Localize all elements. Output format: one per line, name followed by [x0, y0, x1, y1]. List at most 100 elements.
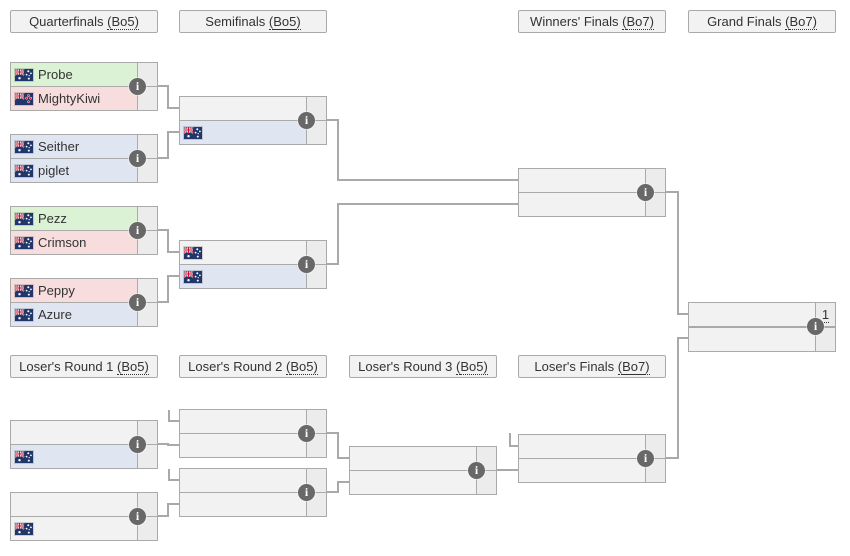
- match-sf2-slot-2: [180, 265, 326, 288]
- round-name: Loser's Finals: [534, 359, 615, 374]
- score-value: 1: [821, 306, 830, 323]
- round-header-winners-finals: Winners' Finals Bo7: [518, 10, 666, 33]
- player-cell: MightyKiwi: [11, 87, 137, 110]
- flag-au-icon: [15, 284, 33, 297]
- match-lf: i: [518, 434, 666, 483]
- player-cell: [11, 493, 137, 516]
- round-format: Bo7: [622, 359, 646, 375]
- match-info-icon[interactable]: i: [298, 425, 315, 442]
- match-qf2: Seither piglet i: [10, 134, 158, 183]
- match-qf3-slot-1: Pezz: [11, 207, 157, 231]
- match-info-icon[interactable]: i: [129, 436, 146, 453]
- player-name: Pezz: [38, 211, 67, 226]
- round-header-quarterfinals: Quarterfinals Bo5: [10, 10, 158, 33]
- round-header-loser-s-round-1: Loser's Round 1 Bo5: [10, 355, 158, 378]
- round-format: Bo7: [789, 14, 813, 30]
- match-sf2-slot-1: [180, 241, 326, 265]
- flag-au-icon: [15, 140, 33, 153]
- match-lr2m2: i: [179, 468, 327, 517]
- match-qf2-slot-1: Seither: [11, 135, 157, 159]
- player-cell: [519, 435, 645, 458]
- match-wf-slot-2: [519, 193, 665, 216]
- match-info-icon[interactable]: i: [298, 112, 315, 129]
- player-cell: [519, 193, 645, 216]
- match-info-icon[interactable]: i: [807, 318, 824, 335]
- match-qf1-slot-2: MightyKiwi: [11, 87, 157, 110]
- match-info-icon[interactable]: i: [637, 450, 654, 467]
- round-format: Bo7: [626, 14, 650, 30]
- match-gf-slot-1: 1: [689, 303, 835, 328]
- flag-au-icon: [15, 450, 33, 463]
- player-cell: Peppy: [11, 279, 137, 302]
- player-cell: Azure: [11, 303, 137, 326]
- round-header-semifinals: Semifinals Bo5: [179, 10, 327, 33]
- match-info-icon[interactable]: i: [129, 222, 146, 239]
- flag-au-icon: [15, 236, 33, 249]
- player-name: Peppy: [38, 283, 75, 298]
- match-lr3: i: [349, 446, 497, 495]
- round-header-grand-finals: Grand Finals Bo7: [688, 10, 836, 33]
- match-info-icon[interactable]: i: [637, 184, 654, 201]
- match-gf-slot-2: [689, 328, 835, 351]
- player-cell: [180, 434, 306, 457]
- match-sf1: i: [179, 96, 327, 145]
- match-info-icon[interactable]: i: [129, 78, 146, 95]
- match-info-icon[interactable]: i: [298, 484, 315, 501]
- round-format: Bo5: [460, 359, 484, 375]
- match-sf1-slot-2: [180, 121, 326, 144]
- player-cell: [180, 121, 306, 144]
- player-cell: [350, 471, 476, 494]
- player-cell: [180, 97, 306, 120]
- match-lr1m1: i: [10, 420, 158, 469]
- player-cell: [350, 447, 476, 470]
- player-name: Seither: [38, 139, 80, 154]
- flag-au-icon: [15, 164, 33, 177]
- match-lr2m2-slot-1: [180, 469, 326, 493]
- match-info-icon[interactable]: i: [129, 150, 146, 167]
- player-cell: [180, 469, 306, 492]
- score-cell: [815, 328, 835, 351]
- player-name: MightyKiwi: [38, 91, 101, 106]
- flag-au-icon: [15, 522, 33, 535]
- round-name: Semifinals: [205, 14, 266, 29]
- player-cell: [519, 459, 645, 482]
- round-format: Bo5: [290, 359, 314, 375]
- player-cell: [519, 169, 645, 192]
- player-cell: Pezz: [11, 207, 137, 230]
- player-cell: Probe: [11, 63, 137, 86]
- round-name: Loser's Round 2: [188, 359, 283, 374]
- round-header-loser-s-round-3: Loser's Round 3 Bo5: [349, 355, 497, 378]
- match-info-icon[interactable]: i: [129, 294, 146, 311]
- player-name: piglet: [38, 163, 70, 178]
- round-header-loser-s-round-2: Loser's Round 2 Bo5: [179, 355, 327, 378]
- round-name: Quarterfinals: [29, 14, 104, 29]
- flag-nz-icon: [15, 92, 33, 105]
- round-header-loser-s-finals: Loser's Finals Bo7: [518, 355, 666, 378]
- match-lf-slot-1: [519, 435, 665, 459]
- player-cell: Seither: [11, 135, 137, 158]
- player-cell: [689, 328, 815, 351]
- flag-au-icon: [15, 308, 33, 321]
- player-cell: [180, 410, 306, 433]
- match-info-icon[interactable]: i: [129, 508, 146, 525]
- round-name: Loser's Round 1: [19, 359, 114, 374]
- match-wf: i: [518, 168, 666, 217]
- round-format: Bo5: [111, 14, 135, 30]
- match-qf2-slot-2: piglet: [11, 159, 157, 182]
- match-info-icon[interactable]: i: [468, 462, 485, 479]
- player-name: Probe: [38, 67, 73, 82]
- round-name: Loser's Round 3: [358, 359, 453, 374]
- flag-au-icon: [184, 246, 202, 259]
- round-format: Bo5: [121, 359, 145, 375]
- player-name: Crimson: [38, 235, 87, 250]
- match-info-icon[interactable]: i: [298, 256, 315, 273]
- player-cell: [11, 445, 137, 468]
- match-wf-slot-1: [519, 169, 665, 193]
- match-lr2m1: i: [179, 409, 327, 458]
- flag-au-icon: [184, 126, 202, 139]
